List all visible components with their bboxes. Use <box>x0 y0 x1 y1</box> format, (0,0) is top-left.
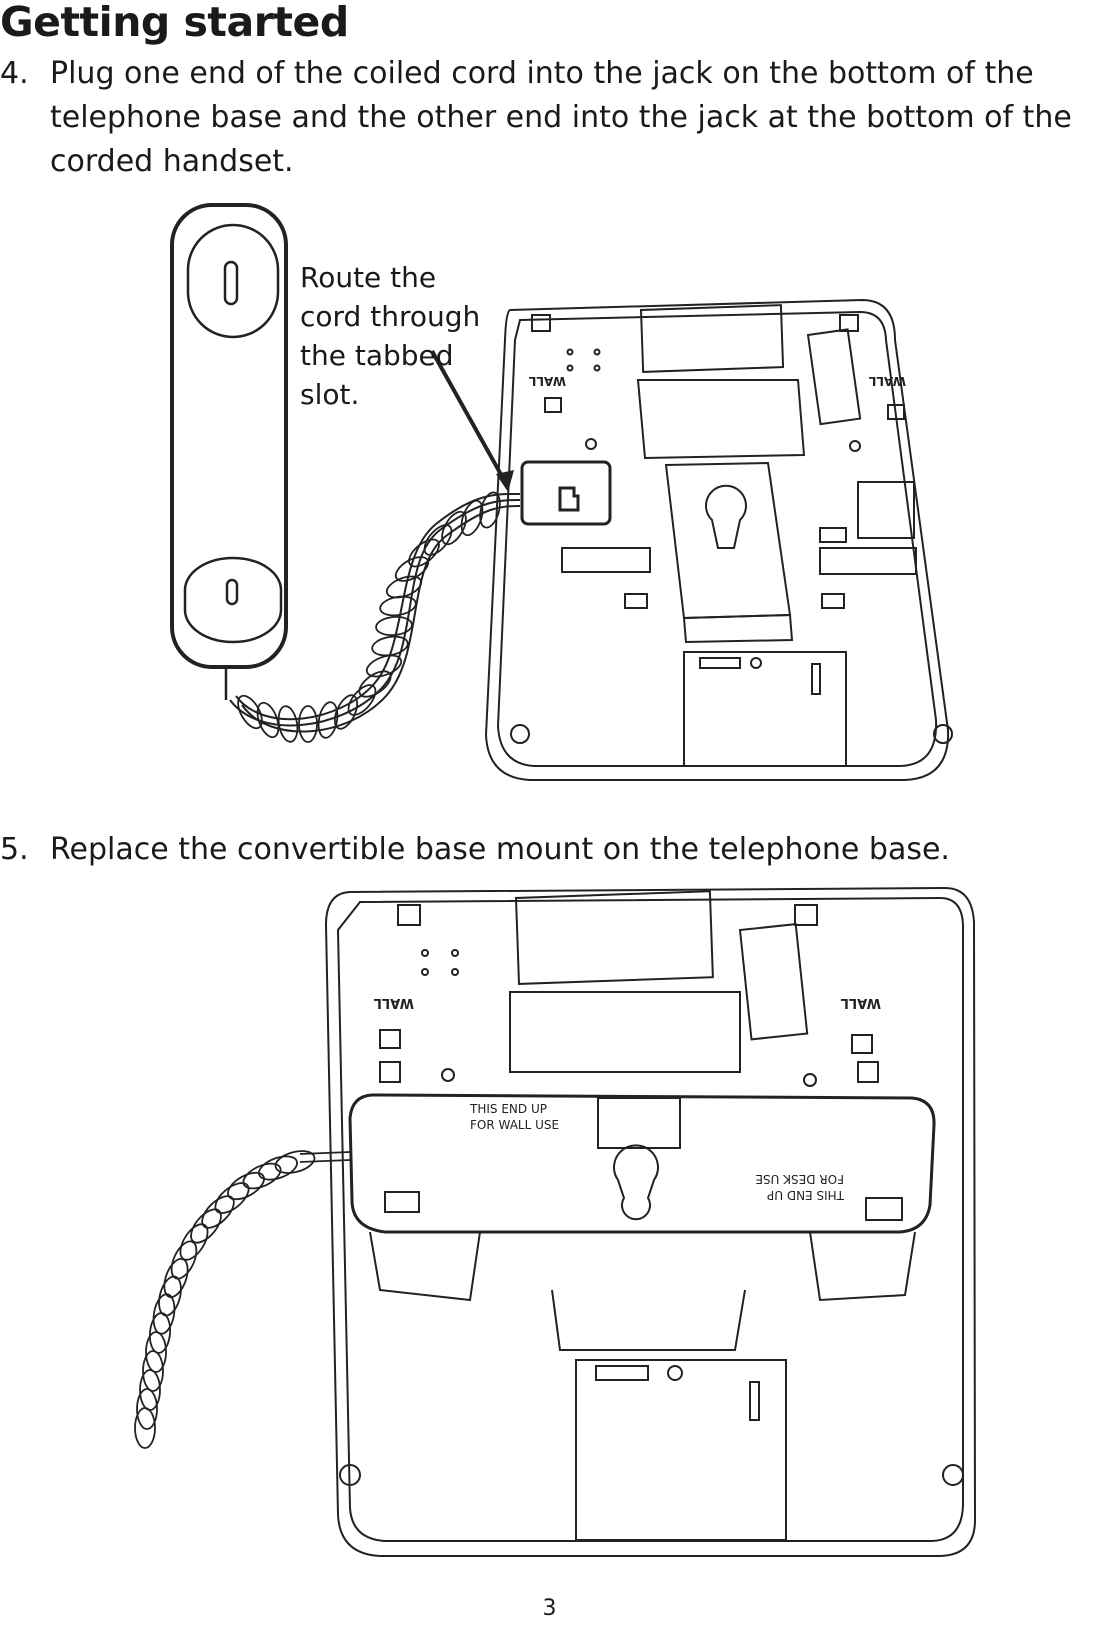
telephone-base-illustration <box>484 298 953 781</box>
step-number: 5. <box>0 832 29 867</box>
figure-callout: Route the cord through the tabbed slot. <box>300 261 481 411</box>
corded-handset-illustration <box>170 203 288 700</box>
mount-wall-label-line2: FOR WALL USE <box>470 1118 559 1132</box>
mount-desk-label-line2: FOR DESK USE <box>755 1172 844 1186</box>
wall-marker-label: WALL <box>374 995 414 1010</box>
mount-wall-label-line1: THIS END UP <box>469 1102 547 1116</box>
callout-arrow <box>430 350 510 488</box>
step-text: Replace the convertible base mount on th… <box>50 832 950 867</box>
instruction-step-4: 4. Plug one end of the coiled cord into … <box>0 52 1099 184</box>
page-title: Getting started <box>0 0 349 46</box>
instruction-step-5: 5. Replace the convertible base mount on… <box>0 828 1099 872</box>
mount-desk-label-line1: THIS END UP <box>767 1188 845 1202</box>
wall-marker-label: WALL <box>841 995 881 1010</box>
coiled-cord-illustration <box>229 491 521 743</box>
step-text: Plug one end of the coiled cord into the… <box>50 56 1072 179</box>
telephone-base-with-mount-illustration <box>134 886 977 1557</box>
wall-marker-label: WALL <box>528 374 566 388</box>
step-number: 4. <box>0 56 29 91</box>
page-number: 3 <box>542 1596 557 1621</box>
wall-marker-label: WALL <box>868 374 906 388</box>
